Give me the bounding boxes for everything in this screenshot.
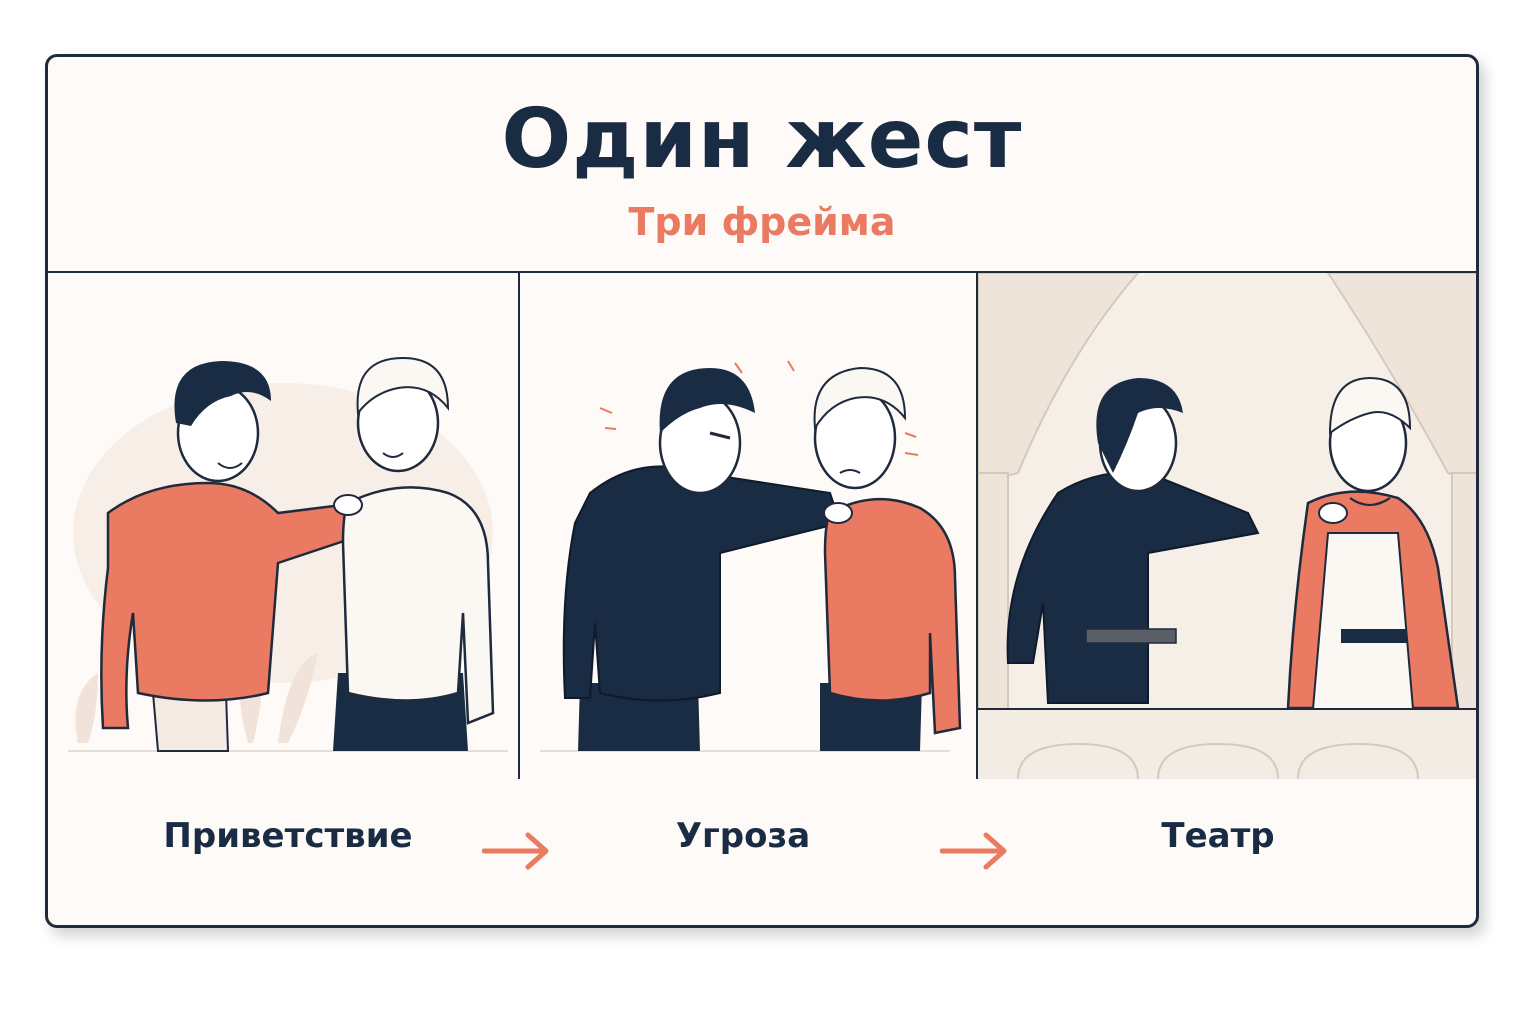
greeting-illustration — [68, 356, 508, 752]
threat-illustration — [540, 360, 962, 752]
frame-label-greeting: Приветствие — [163, 816, 413, 856]
header: Один жест Три фрейма — [48, 57, 1476, 273]
frame-label-theater: Театр — [1161, 816, 1275, 856]
panel-divider-1 — [518, 273, 520, 779]
theater-illustration — [978, 273, 1476, 779]
arrow-right-icon — [482, 831, 552, 871]
panel-greeting — [48, 273, 518, 779]
panel-threat — [520, 273, 976, 779]
frame-labels: Приветствие Угроза Театр — [48, 779, 1476, 925]
panel-divider-2 — [976, 273, 978, 779]
frame-label-threat: Угроза — [675, 816, 811, 856]
page-subtitle: Три фрейма — [628, 200, 896, 244]
arrow-right-icon — [940, 831, 1010, 871]
infographic-card: Один жест Три фрейма — [45, 54, 1479, 928]
panel-theater — [978, 273, 1476, 779]
page-title: Один жест — [501, 92, 1023, 187]
